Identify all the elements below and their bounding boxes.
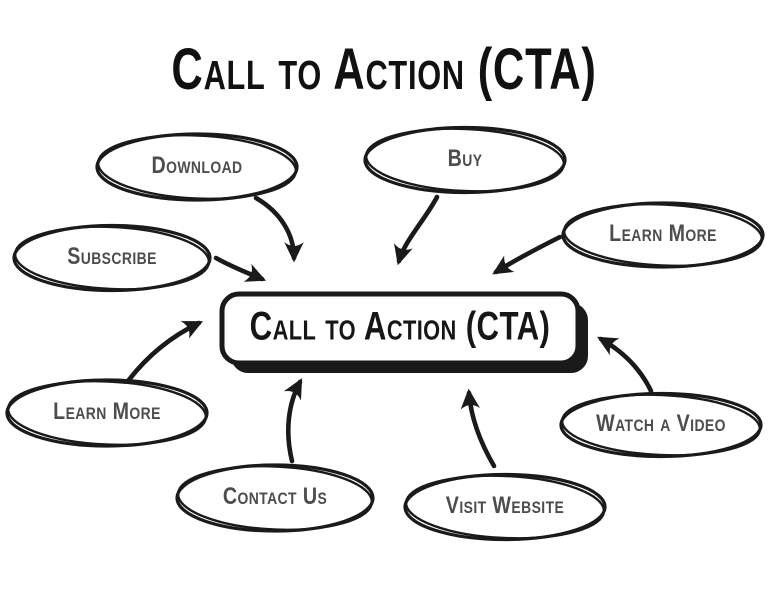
node-label-visit-website: Visit Website: [445, 491, 565, 519]
node-label-learn-more-left: Learn More: [53, 397, 161, 425]
arrow-learn-more-right-to-center: [492, 234, 563, 275]
arrow-contact-us-to-center: [283, 378, 303, 464]
node-label-contact-us: Contact Us: [222, 482, 328, 510]
arrow-visit-website-to-center: [460, 388, 497, 469]
node-label-subscribe: Subscribe: [67, 242, 157, 270]
node-ellipse-buy: [363, 125, 567, 195]
node-ellipse-learn-more-right: [561, 201, 765, 269]
arrow-learn-more-left-to-center: [125, 320, 204, 384]
node-ellipse-visit-website: [403, 472, 607, 542]
node-ellipse-download: [95, 132, 299, 202]
arrow-subscribe-to-center: [213, 255, 267, 282]
node-ellipse-contact-us: [175, 463, 375, 533]
node-ellipse-watch-a-video: [559, 391, 763, 459]
node-label-watch-a-video: Watch a Video: [596, 409, 726, 437]
node-label-learn-more-right: Learn More: [609, 219, 717, 247]
arrow-download-to-center: [253, 195, 304, 263]
page-title: Call to Action (CTA): [171, 37, 597, 102]
node-label-download: Download: [151, 151, 243, 179]
node-ellipse-learn-more-left: [5, 378, 209, 448]
center-node-box: [219, 291, 588, 373]
center-node-label: Call to Action (CTA): [249, 304, 551, 349]
arrow-buy-to-center: [394, 194, 440, 266]
arrow-watch-a-video-to-center: [597, 336, 654, 394]
node-ellipse-subscribe: [12, 223, 212, 293]
node-label-buy: Buy: [447, 144, 483, 172]
